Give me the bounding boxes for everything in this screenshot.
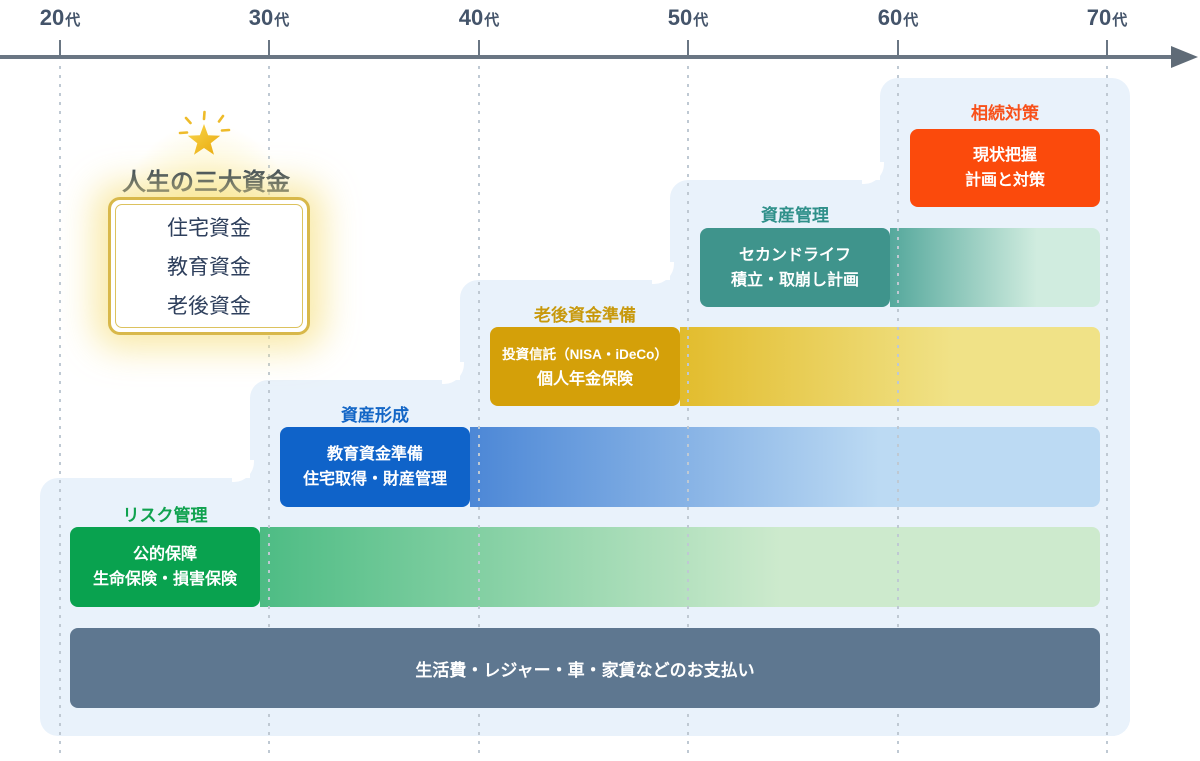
guide-line-30s (268, 66, 270, 757)
risk-management-box: 公的保障 生命保険・損害保険 (70, 527, 260, 607)
box-line: 計画と対策 (964, 172, 1045, 189)
retirement-fund-box: 投資信託（NISA・iDeCo） 個人年金保険 (490, 327, 680, 406)
asset-formation-gradient-bar (470, 427, 1100, 507)
guide-line-40s (478, 66, 480, 757)
tick-mark-40s (478, 40, 480, 55)
asset-management-gradient-bar (890, 228, 1100, 307)
tick-mark-50s (687, 40, 689, 55)
tick-label-20s: 20代 (39, 5, 81, 30)
asset-management-label: 資産管理 (761, 206, 829, 225)
three-major-funds-card: 住宅資金 教育資金 老後資金 (108, 197, 310, 335)
guide-line-20s (59, 66, 61, 757)
timeline-axis-line (0, 55, 1180, 59)
three-major-funds-list: 住宅資金 教育資金 老後資金 (115, 204, 303, 328)
box-line: 個人年金保険 (536, 370, 633, 388)
retirement-fund-label: 老後資金準備 (534, 306, 636, 325)
box-line: 積立・取崩し計画 (730, 271, 859, 289)
box-line: 投資信託（NISA・iDeCo） (502, 346, 668, 362)
risk-management-gradient-bar (260, 527, 1100, 607)
guide-line-70s (1106, 66, 1108, 757)
tick-label-40s: 40代 (458, 5, 500, 30)
box-line: 現状把握 (972, 147, 1037, 164)
tick-mark-60s (897, 40, 899, 55)
asset-formation-label: 資産形成 (341, 406, 409, 425)
fund-item-housing: 住宅資金 (167, 216, 251, 240)
tick-label-30s: 30代 (248, 5, 290, 30)
box-line: 教育資金準備 (326, 446, 423, 463)
risk-management-label: リスク管理 (122, 506, 208, 525)
retirement-fund-gradient-bar (680, 327, 1100, 406)
tick-mark-30s (268, 40, 270, 55)
box-line: セカンドライフ (738, 246, 851, 264)
box-line: 住宅取得・財産管理 (302, 471, 447, 488)
tick-mark-70s (1106, 40, 1108, 55)
tick-label-60s: 60代 (877, 5, 919, 30)
right-arrow-icon (1171, 46, 1198, 68)
asset-formation-box: 教育資金準備 住宅取得・財産管理 (280, 427, 470, 507)
inheritance-planning-box: 現状把握 計画と対策 (910, 129, 1100, 207)
fund-item-retirement: 老後資金 (167, 294, 251, 318)
three-major-funds-title: 人生の三大資金 (122, 167, 290, 196)
inheritance-planning-label: 相続対策 (971, 104, 1039, 123)
box-line: 公的保障 (132, 546, 197, 563)
box-line: 生命保険・損害保険 (92, 571, 237, 588)
fund-item-education: 教育資金 (167, 255, 251, 279)
tick-mark-20s (59, 40, 61, 55)
living-cost-text: 生活費・レジャー・車・家賃などのお支払い (415, 660, 755, 680)
asset-management-box: セカンドライフ 積立・取崩し計画 (700, 228, 890, 307)
guide-line-60s (897, 66, 899, 757)
living-cost-bar: 生活費・レジャー・車・家賃などのお支払い (70, 628, 1100, 708)
tick-label-70s: 70代 (1086, 5, 1128, 30)
tick-label-50s: 50代 (667, 5, 709, 30)
guide-line-50s (687, 66, 689, 757)
star-sparkle-icon (178, 110, 231, 155)
